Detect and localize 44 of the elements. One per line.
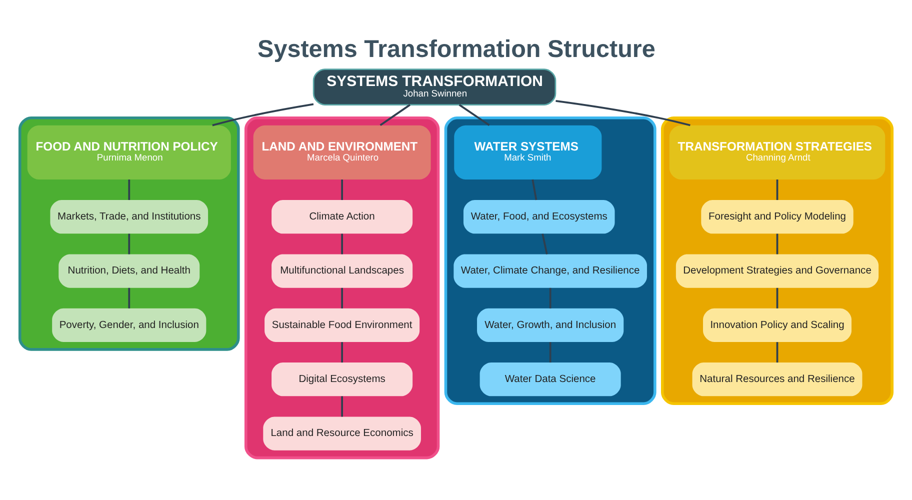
node-box: Digital Ecosystems — [272, 362, 413, 396]
node-box: LAND AND ENVIRONMENT Marcela Quintero — [253, 125, 431, 180]
node-box: Poverty, Gender, and Inclusion — [52, 308, 206, 342]
node-box: Land and Resource Economics — [263, 416, 421, 450]
diagram-title: Systems Transformation Structure — [258, 36, 656, 63]
connector — [341, 234, 343, 254]
cluster — [661, 116, 894, 406]
connector — [128, 288, 130, 308]
connector — [341, 288, 343, 308]
connector — [128, 180, 130, 200]
connector — [776, 342, 778, 363]
connector — [341, 342, 343, 363]
connector — [776, 288, 778, 308]
connector — [549, 342, 552, 363]
connector — [556, 100, 690, 126]
connector — [341, 180, 343, 200]
node-box: Innovation Policy and Scaling — [703, 308, 852, 342]
cluster — [444, 116, 656, 406]
node-box: Sustainable Food Environment — [264, 308, 420, 342]
connector — [128, 234, 130, 254]
connector — [212, 103, 314, 126]
node-box: SYSTEMS TRANSFORMATION Johan Swinnen — [312, 68, 556, 106]
connector — [542, 234, 548, 254]
connector — [549, 288, 552, 308]
node-box: Foresight and Policy Modeling — [701, 200, 854, 234]
node-box: Water Data Science — [480, 362, 621, 396]
node-box: Markets, Trade, and Institutions — [50, 200, 208, 234]
node-box: Climate Action — [272, 200, 413, 234]
cluster — [18, 116, 240, 351]
node-box: WATER SYSTEMS Mark Smith — [454, 125, 602, 180]
node-box: Natural Resources and Resilience — [692, 362, 862, 396]
connector — [532, 179, 538, 200]
node-box: Development Strategies and Governance — [676, 254, 879, 288]
node-box: Water, Climate Change, and Resilience — [454, 254, 647, 288]
connector — [776, 234, 778, 254]
cluster — [244, 116, 440, 460]
node-box: Nutrition, Diets, and Health — [58, 254, 200, 288]
node-box: Water, Food, and Ecosystems — [463, 200, 615, 234]
connector — [776, 180, 778, 200]
node-box: Water, Growth, and Inclusion — [477, 308, 624, 342]
node-box: FOOD AND NUTRITION POLICY Purnima Menon — [27, 125, 231, 180]
connector — [341, 396, 343, 417]
node-box: TRANSFORMATION STRATEGIES Channing Arndt — [669, 125, 886, 180]
node-box: Multifunctional Landscapes — [272, 254, 413, 288]
